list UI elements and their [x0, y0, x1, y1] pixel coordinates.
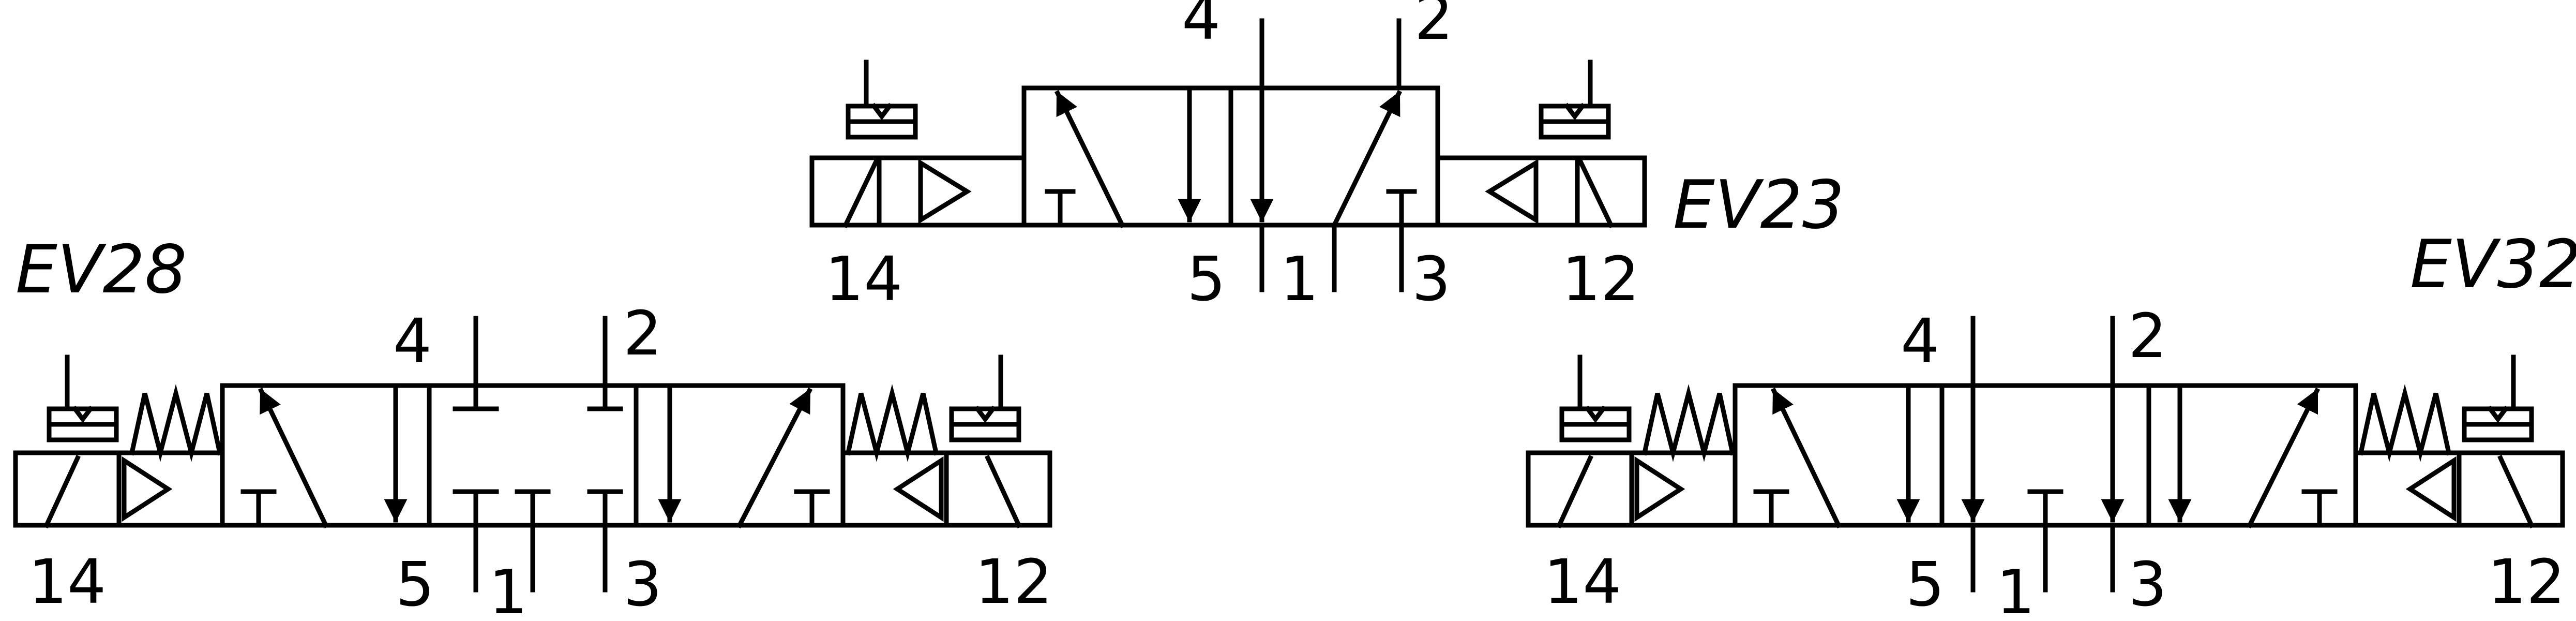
ev28-port-3-label: 3 [623, 549, 662, 620]
ev28-ports [473, 316, 608, 593]
ev23-port-14-label: 14 [825, 243, 902, 315]
ev32-title: EV32 [2410, 226, 2576, 303]
ev28-port-2-label: 2 [623, 298, 662, 369]
ev32-port-14-label: 14 [1544, 546, 1621, 617]
ev23-port-2-label: 2 [1414, 0, 1453, 53]
ev32-port-12-label: 12 [2488, 546, 2565, 617]
ev28-port-5-label: 5 [396, 549, 434, 620]
valve-ev32: 4 2 14 5 1 3 12 EV32 [1526, 226, 2576, 621]
ev32-port-2-label: 2 [2128, 300, 2167, 372]
ev23-port-4-label: 4 [1182, 0, 1221, 53]
ev32-right-operator [2353, 354, 2565, 528]
ev23-port-5-label: 5 [1187, 243, 1226, 315]
ev23-port-12-label: 12 [1562, 243, 1639, 315]
ev28-port-1-label: 1 [489, 556, 528, 621]
ev28-title: EV28 [16, 231, 187, 308]
ev28-port-4-label: 4 [393, 305, 432, 377]
ev32-ports [1970, 316, 2115, 593]
ev23-ports [1259, 18, 1404, 292]
ev32-port-1-label: 1 [1996, 556, 2035, 621]
ev32-body [1733, 383, 2358, 529]
ev32-port-3-label: 3 [2128, 549, 2167, 620]
ev28-right-operator [840, 354, 1052, 528]
ev23-port-3-label: 3 [1412, 243, 1451, 315]
ev32-port-4-label: 4 [1901, 305, 1939, 377]
ev32-left-operator [1526, 354, 1738, 528]
ev28-port-14-label: 14 [28, 546, 106, 617]
ev28-left-operator [13, 354, 225, 528]
ev28-body [220, 383, 846, 529]
ev32-port-5-label: 5 [1906, 549, 1945, 620]
ev23-title: EV23 [1673, 167, 1844, 244]
valve-ev28: 4 2 14 5 1 3 12 EV28 [13, 231, 1052, 621]
ev23-body [1021, 85, 1440, 229]
ev28-port-12-label: 12 [975, 546, 1052, 617]
ev23-port-1-label: 1 [1280, 243, 1319, 315]
ev23-right-solenoid [1435, 60, 1647, 229]
valve-ev23: 4 2 14 5 1 3 12 EV23 [809, 0, 1844, 315]
ev23-left-solenoid [809, 60, 1027, 229]
